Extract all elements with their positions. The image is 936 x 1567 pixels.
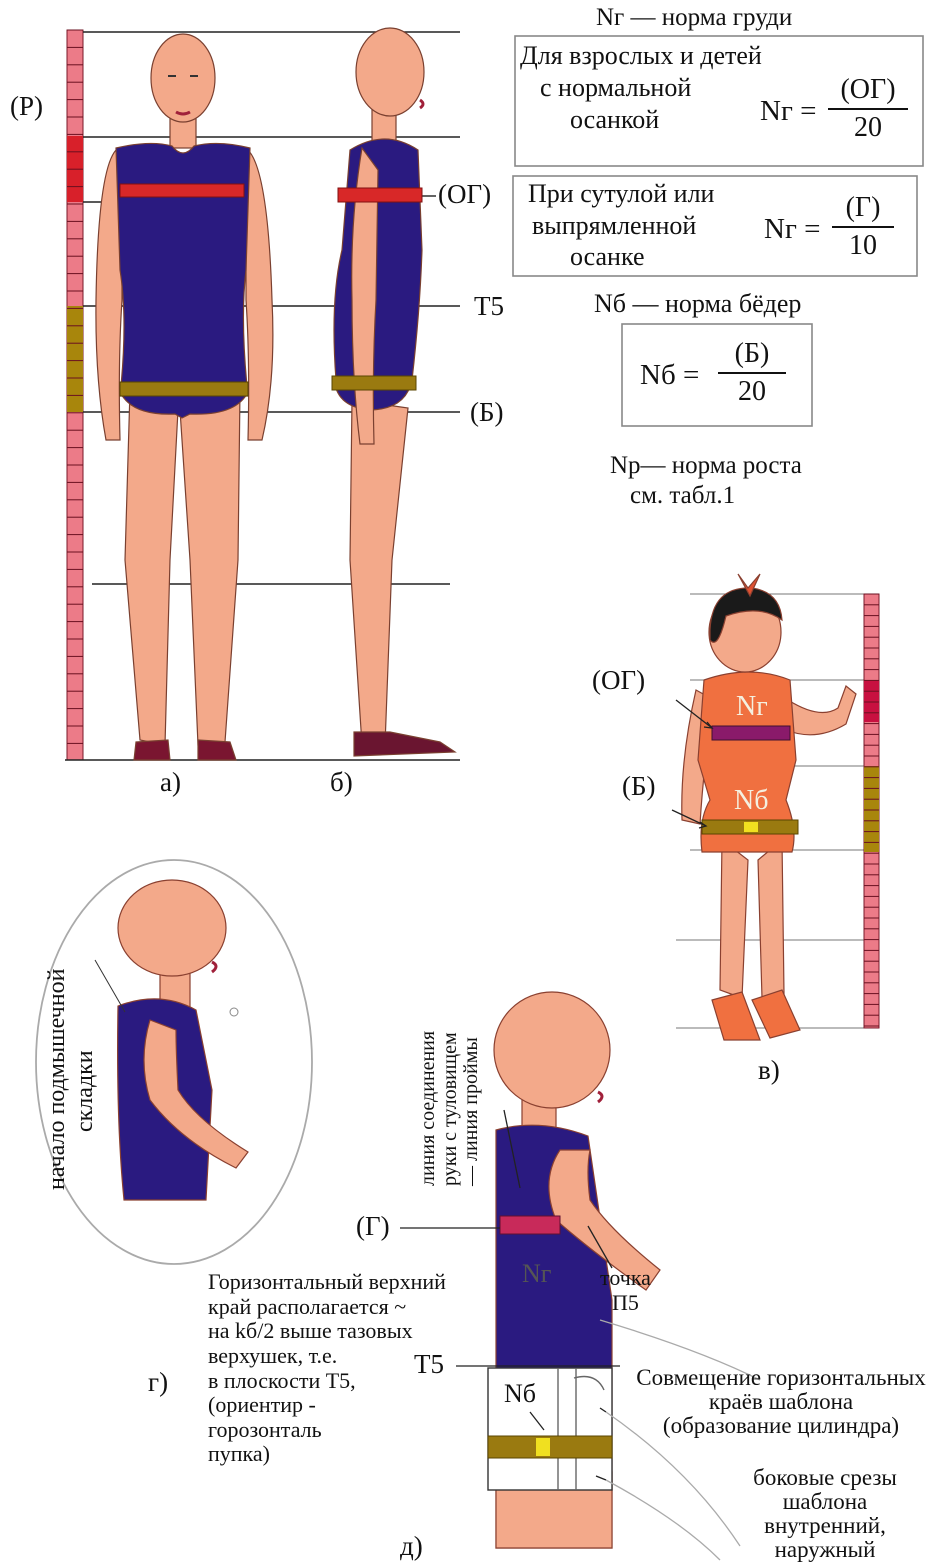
- normal-posture-text: Для взрослых и детей с нормальной осанко…: [520, 40, 762, 137]
- axillary-line-2: складки: [72, 969, 100, 1190]
- normal-numerator: (ОГ): [828, 74, 908, 106]
- height-norm-line-1: Nр— норма роста: [610, 452, 802, 480]
- normal-formula-lhs: Nг =: [760, 96, 816, 128]
- note-line-5: в плоскости Т5,: [208, 1369, 446, 1394]
- caption-g: г): [148, 1368, 168, 1398]
- hip-band-front: [120, 382, 248, 396]
- note-line-3: на kб/2 выше тазовых: [208, 1319, 446, 1344]
- chest-band-side: [338, 188, 422, 202]
- side-line-1: боковые срезы: [720, 1466, 930, 1490]
- height-ruler: [67, 30, 83, 760]
- normal-text-line-1: Для взрослых и детей: [520, 40, 762, 72]
- label-b: (Б): [470, 398, 504, 428]
- label-g: (Г): [356, 1212, 390, 1242]
- child-ruler: [864, 594, 879, 1028]
- stoop-formula-fraction: (Г) 10: [832, 192, 894, 262]
- normal-formula-fraction: (ОГ) 20: [828, 74, 908, 144]
- caption-b: б): [330, 768, 353, 798]
- note-line-8: пупка): [208, 1442, 446, 1467]
- normal-text-line-3: осанкой: [520, 104, 762, 136]
- side-line-4: наружный: [720, 1538, 930, 1562]
- combine-line-2: краёв шаблона: [628, 1390, 934, 1414]
- child-chest-band: [712, 726, 790, 740]
- note-line-6: (ориентир -: [208, 1393, 446, 1418]
- figure-front: [96, 34, 273, 760]
- stoop-text-line-3: осанке: [520, 241, 714, 273]
- chest-norm-title: Nг — норма груди: [596, 4, 792, 32]
- note-line-2: край располагается ~: [208, 1295, 446, 1320]
- combine-line-3: (образование цилиндра): [628, 1414, 934, 1438]
- stoop-text-line-1: При сутулой или: [520, 178, 714, 210]
- chest-band-d: [500, 1216, 560, 1234]
- note-line-4: верхушек, т.е.: [208, 1344, 446, 1369]
- child-label-b: (Б): [622, 772, 656, 802]
- label-og: (ОГ): [438, 180, 491, 210]
- axillary-line-1: начало подмышечной: [44, 969, 72, 1190]
- chest-band-front: [120, 184, 244, 197]
- normal-denominator: 20: [828, 112, 908, 144]
- side-cuts-label: боковые срезы шаблона внутренний, наружн…: [720, 1466, 930, 1562]
- side-bust-figure: [118, 880, 248, 1200]
- hip-norm-title: Nб — норма бёдер: [594, 290, 801, 319]
- stoop-text-line-2: выпрямленной: [520, 210, 714, 242]
- stoop-formula-lhs: Nг =: [764, 214, 820, 246]
- stoop-posture-text: При сутулой или выпрямленной осанке: [520, 178, 714, 273]
- armhole-line-1: линия соединения: [418, 1031, 440, 1186]
- armhole-line-label: линия соединения руки с туловищем — лини…: [418, 1031, 483, 1186]
- note-line-7: горозонталь: [208, 1418, 446, 1443]
- child-label-og: (ОГ): [592, 666, 645, 696]
- label-ng-d: Nг: [522, 1260, 551, 1289]
- caption-d: д): [400, 1532, 423, 1562]
- child-label-ng: Nг: [736, 692, 768, 723]
- label-nb-d: Nб: [504, 1380, 536, 1409]
- point-line-1: точка: [600, 1266, 651, 1291]
- caption-a: а): [160, 768, 181, 798]
- label-p: (Р): [10, 92, 43, 122]
- t5-note: Горизонтальный верхний край располагаетс…: [208, 1270, 446, 1467]
- point-p5-label: точка П5: [600, 1266, 651, 1315]
- fold-pointer: [95, 960, 125, 1012]
- armhole-line-2: руки с туловищем: [440, 1031, 462, 1186]
- stoop-denominator: 10: [832, 230, 894, 262]
- note-line-1: Горизонтальный верхний: [208, 1270, 446, 1295]
- hip-formula-lhs: Nб =: [640, 360, 699, 392]
- side-line-3: внутренний,: [720, 1514, 930, 1538]
- height-norm-line-2: см. табл.1: [630, 482, 735, 510]
- label-t5-d: Т5: [414, 1350, 444, 1380]
- child-figure: [682, 574, 856, 1040]
- side-line-2: шаблона: [720, 1490, 930, 1514]
- caption-v: в): [758, 1056, 780, 1086]
- label-t5: Т5: [474, 292, 504, 322]
- normal-text-line-2: с нормальной: [520, 72, 762, 104]
- armhole-line-3: — линия проймы: [461, 1031, 483, 1186]
- hip-formula-fraction: (Б) 20: [718, 338, 786, 408]
- child-label-nb: Nб: [734, 786, 768, 817]
- hip-denominator: 20: [718, 376, 786, 408]
- point-line-2: П5: [600, 1291, 651, 1316]
- stoop-numerator: (Г): [832, 192, 894, 224]
- combine-line-1: Совмещение горизонтальных: [628, 1366, 934, 1390]
- hip-numerator: (Б): [718, 338, 786, 370]
- hip-band-side: [332, 376, 416, 390]
- axillary-fold-label: начало подмышечной складки: [44, 969, 99, 1190]
- combine-edges-label: Совмещение горизонтальных краёв шаблона …: [628, 1366, 934, 1438]
